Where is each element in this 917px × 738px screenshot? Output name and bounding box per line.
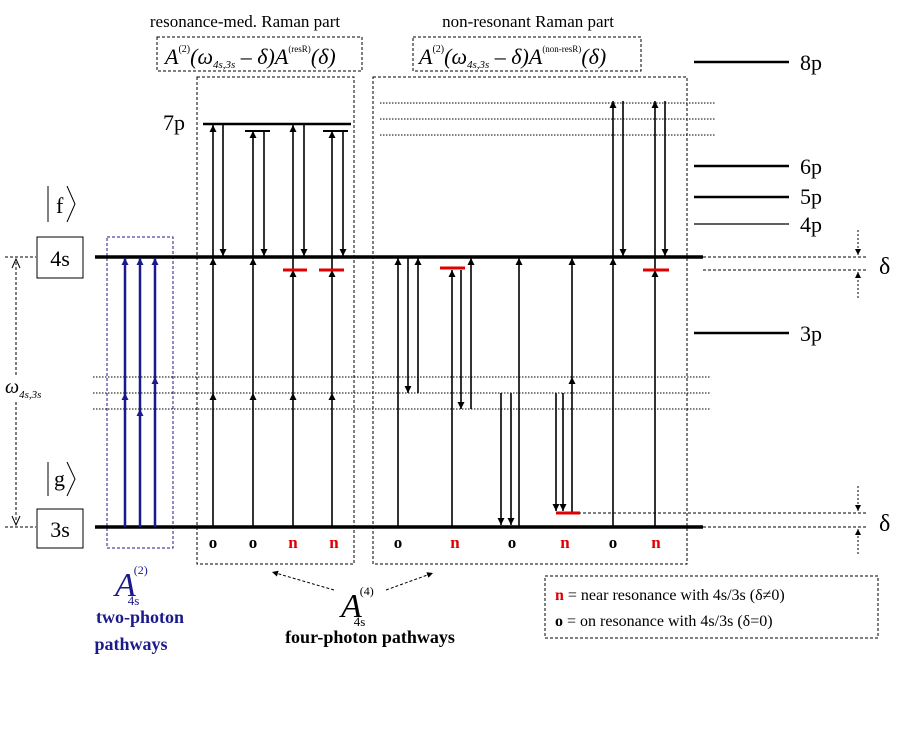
svg-text:A(2)(ω4s,3s – δ)A(resR)(δ): A(2)(ω4s,3s – δ)A(resR)(δ) [163,44,336,71]
pathway-mark: n [651,533,661,552]
nonresonant-part-title: non-resonant Raman part [442,12,614,31]
state-box-4s: 4s [36,236,84,279]
ket-g: g [47,461,76,497]
delta-label-lower: δ [879,511,890,537]
pathway-mark: n [560,533,570,552]
svg-text:A(4)4s: A(4) 4s [339,584,374,629]
level-label-4p: 4p [800,212,822,237]
formula-sup: (2) [432,44,444,55]
nonresonant-pathway-arrows [394,101,669,527]
formula-end: (δ) [581,44,606,69]
two-photon-line2: pathways [94,634,167,654]
pathway-mark: n [450,533,460,552]
legend-n-text: = near resonance with 4s/3s (δ≠0) [564,587,785,604]
ket-f: f [47,185,76,223]
resonant-part-title: resonance-med. Raman part [150,12,340,31]
svg-text:A(2)4s: A(2) 4s [113,563,148,608]
formula-open: (ω [444,44,467,69]
two-photon-arrows [121,258,159,527]
level-label-6p: 6p [800,154,822,179]
level-label-5p: 5p [800,184,822,209]
legend-o-text: = on resonance with 4s/3s (δ=0) [563,613,773,630]
resonant-formula: A(2)(ω4s,3s – δ)A(resR)(δ) [156,36,363,72]
legend-n-symbol: n [555,587,564,604]
resonant-region-box [196,76,355,565]
four-photon-label: A(4) 4s four-photon pathways [271,570,455,647]
pathway-mark: o [394,533,403,552]
legend-o-symbol: o [555,613,563,630]
four-photon-text: four-photon pathways [285,627,455,647]
formula-sub: 4s,3s [213,59,235,71]
near-resonance-markers [283,266,669,515]
pathway-mark: o [249,533,258,552]
resonant-pathway-arrows [209,125,348,527]
a4-symbol: A [339,588,362,625]
a2-sup: (2) [134,563,148,577]
formula-a: A [417,44,433,69]
formula-sup: (2) [178,44,190,55]
pathway-mark: n [329,533,339,552]
formula-sup2: (resR) [288,44,311,54]
omega-sub: 4s,3s [19,389,41,401]
svg-text:ω4s,3s: ω4s,3s [5,376,41,401]
delta-label-upper: δ [879,254,890,280]
omega-symbol: ω [5,376,19,398]
nonresonant-formula: A(2)(ω4s,3s – δ)A(non-resR)(δ) [412,36,642,72]
pathway-mark: o [508,533,517,552]
delta-indicator-upper: δ [703,230,890,298]
delta-indicator-lower: δ [568,486,890,554]
state-box-3s: 3s [36,508,84,549]
omega-4s3s-indicator: ω4s,3s [3,257,53,527]
formula-mid: – δ) [235,44,275,69]
formula-sup2: (non-resR) [542,44,581,54]
p-levels: 8p 6p 5p 4p 3p [694,50,822,346]
a4-sup: (4) [360,584,374,598]
ket-g-label: g [54,466,65,491]
two-photon-line1: two-photon [96,607,184,627]
nonresonant-region-box [372,76,688,565]
svg-text:n = near resonance with 4s/3s: n = near resonance with 4s/3s (δ≠0) [555,587,785,604]
a2-symbol: A [113,567,136,604]
a2-sub: 4s [128,593,140,608]
formula-sub: 4s,3s [467,59,489,71]
legend: n = near resonance with 4s/3s (δ≠0) o = … [544,575,879,639]
virtual-levels [93,102,716,410]
svg-text:A(2)(ω4s,3s – δ)A(non-resR)(δ): A(2)(ω4s,3s – δ)A(non-resR)(δ) [417,44,606,71]
pathway-mark: o [209,533,218,552]
formula-a2: A [527,44,543,69]
formula-end: (δ) [311,44,336,69]
ket-f-label: f [56,193,64,218]
a4-sub: 4s [354,614,366,629]
state-label-4s: 4s [50,246,70,271]
svg-text:o = on resonance with 4s/3s (δ: o = on resonance with 4s/3s (δ=0) [555,613,773,630]
state-label-3s: 3s [50,517,70,542]
formula-mid: – δ) [489,44,529,69]
level-label-7p: 7p [163,110,185,135]
level-label-3p: 3p [800,321,822,346]
level-extensions-left [5,256,36,528]
pathway-mark: o [609,533,618,552]
formula-open: (ω [190,44,213,69]
pathway-mark: n [288,533,298,552]
resonant-marks: o o n n [209,533,340,552]
nonresonant-marks: o n o n o n [394,533,662,552]
two-photon-region-box [106,236,174,549]
formula-a2: A [273,44,289,69]
two-photon-label: A(2) 4s two-photon pathways [94,563,184,654]
formula-a: A [163,44,179,69]
level-label-8p: 8p [800,50,822,75]
